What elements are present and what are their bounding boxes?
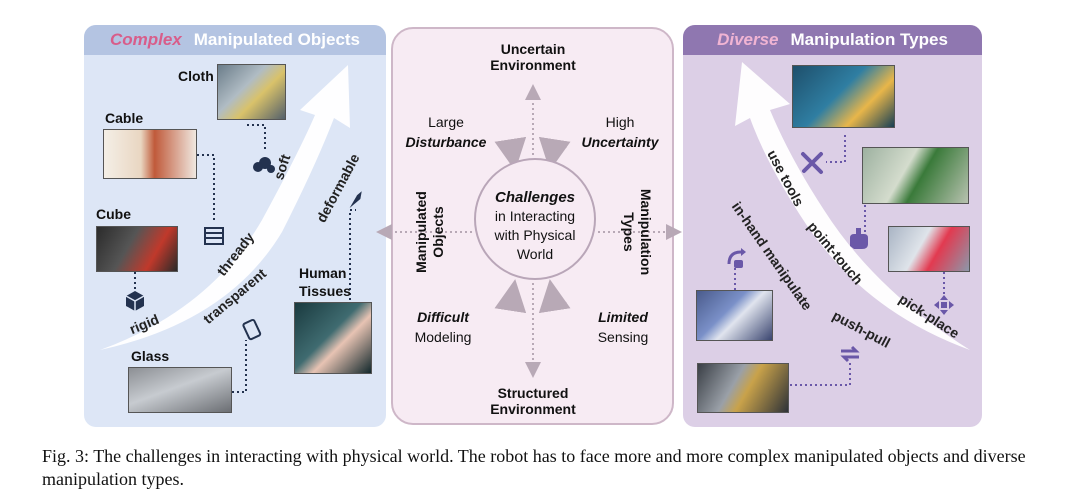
modeling-line: Modeling (414, 329, 472, 345)
label-high-uncertainty: High Uncertainty (572, 112, 668, 152)
label-uncertain-environment: Uncertain Environment (460, 41, 606, 73)
arrow-modeling (494, 279, 527, 314)
thread-spool-icon (204, 227, 224, 245)
glass-icon (242, 318, 262, 341)
left-growth-arrow (100, 65, 350, 350)
difficult-line: Difficult (417, 309, 469, 325)
limited-line: Limited (598, 309, 648, 325)
uncertainty-line: Uncertainty (581, 134, 659, 150)
left-panel-header: Complex Manipulated Objects (84, 25, 386, 55)
connector-cable (197, 154, 215, 222)
glass-photo (128, 367, 232, 413)
connector-push (790, 362, 851, 386)
point-touch-photo (862, 147, 969, 204)
right-panel-header: Diverse Manipulation Types (683, 25, 982, 55)
label-limited-sensing: Limited Sensing (578, 307, 668, 347)
scalpel-icon (349, 191, 362, 208)
label-glass: Glass (131, 348, 170, 364)
uncertain-line: Uncertain (500, 41, 566, 57)
label-cube: Cube (96, 206, 131, 222)
circle-line-4: World (516, 246, 554, 262)
tissue-photo (294, 302, 372, 374)
circle-line-2: in Interacting (494, 208, 576, 224)
structured-line: Structured (497, 385, 569, 401)
cube-photo (96, 226, 178, 272)
arrow-sensing (538, 279, 571, 314)
soft-icon (253, 157, 275, 173)
challenges-circle (474, 158, 596, 280)
sensing-line: Sensing (597, 329, 649, 345)
large-line: Large (428, 114, 464, 130)
connector-glass (232, 340, 247, 393)
push-pull-icon (840, 345, 860, 363)
label-manipulated-objects-wrap: Manipulated Objects (405, 180, 455, 280)
use-tools-photo (792, 65, 895, 128)
right-growth-arrow (735, 62, 970, 350)
disturbance-line: Disturbance (405, 134, 487, 150)
right-header-title: Manipulation Types (790, 30, 948, 49)
label-manipulation-types: Manipulation Types (621, 188, 654, 276)
label-tissues-2: Tissues (299, 283, 351, 299)
challenges-text: Challenges in Interacting with Physical … (474, 188, 596, 264)
figure-caption: Fig. 3: The challenges in interacting wi… (42, 446, 1026, 489)
challenges-title: Challenges (494, 189, 576, 206)
right-header-accent: Diverse (717, 30, 779, 49)
rotate-hand-icon (727, 248, 746, 268)
move-arrows-icon (934, 295, 954, 315)
in-hand-photo (696, 290, 773, 341)
label-tissues-1: Human (299, 265, 347, 281)
connector-tissue (349, 209, 356, 300)
cloth-photo (217, 64, 286, 120)
circle-line-3: with Physical (494, 227, 576, 243)
label-large-disturbance: Large Disturbance (398, 112, 494, 152)
connector-cloth (247, 124, 266, 152)
label-difficult-modeling: Difficult Modeling (398, 307, 488, 347)
label-cloth: Cloth (178, 68, 214, 84)
connector-tools (826, 135, 846, 163)
cable-photo (103, 129, 197, 179)
label-cable: Cable (105, 110, 144, 126)
cube-icon (125, 291, 145, 311)
environment-line-bottom: Environment (490, 401, 576, 417)
arrow-disturbance (494, 136, 527, 171)
left-header-title: Manipulated Objects (193, 30, 361, 49)
label-manipulation-types-wrap: Manipulation Types (612, 180, 662, 280)
label-manipulated-objects: Manipulated Objects (413, 191, 446, 273)
high-line: High (605, 114, 635, 130)
left-header-accent: Complex (109, 30, 182, 49)
push-pull-photo (697, 363, 789, 413)
pick-place-photo (888, 226, 970, 272)
label-structured-environment: Structured Environment (460, 385, 606, 417)
environment-line-top: Environment (490, 57, 576, 73)
tools-icon (801, 152, 823, 174)
pointing-hand-icon (850, 228, 868, 249)
